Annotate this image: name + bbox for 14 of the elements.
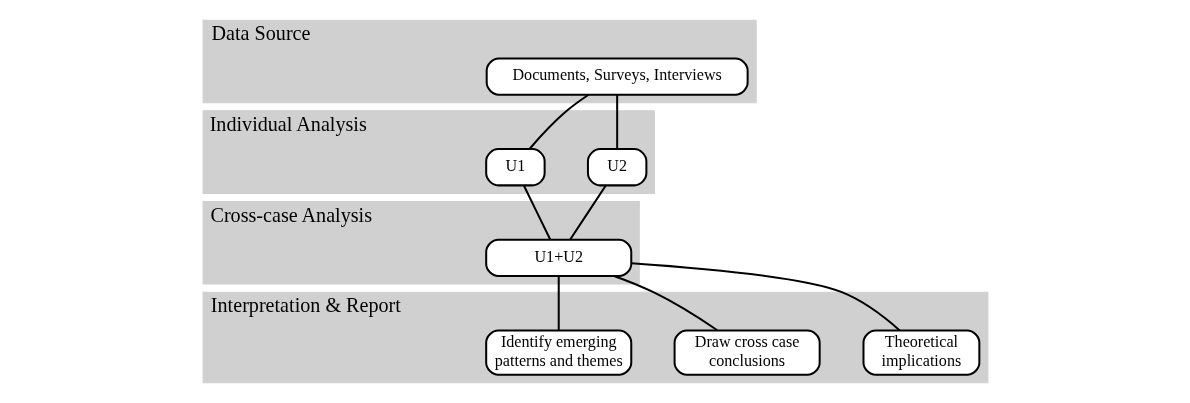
connector	[528, 93, 589, 150]
connector	[522, 185, 551, 241]
connector	[615, 95, 618, 150]
connector	[568, 185, 606, 241]
connector	[557, 276, 560, 331]
connector	[630, 262, 900, 332]
node-box: Draw cross case conclusions	[673, 329, 821, 376]
node-box: Documents, Surveys, Interviews	[485, 57, 749, 96]
connector	[613, 275, 718, 332]
node-box: U2	[586, 148, 647, 187]
node-box: Theoretical implications	[862, 329, 980, 376]
node-box: Identify emerging patterns and themes	[484, 329, 632, 376]
node-box: U1	[484, 148, 546, 187]
node-box: U1+U2	[484, 238, 632, 278]
